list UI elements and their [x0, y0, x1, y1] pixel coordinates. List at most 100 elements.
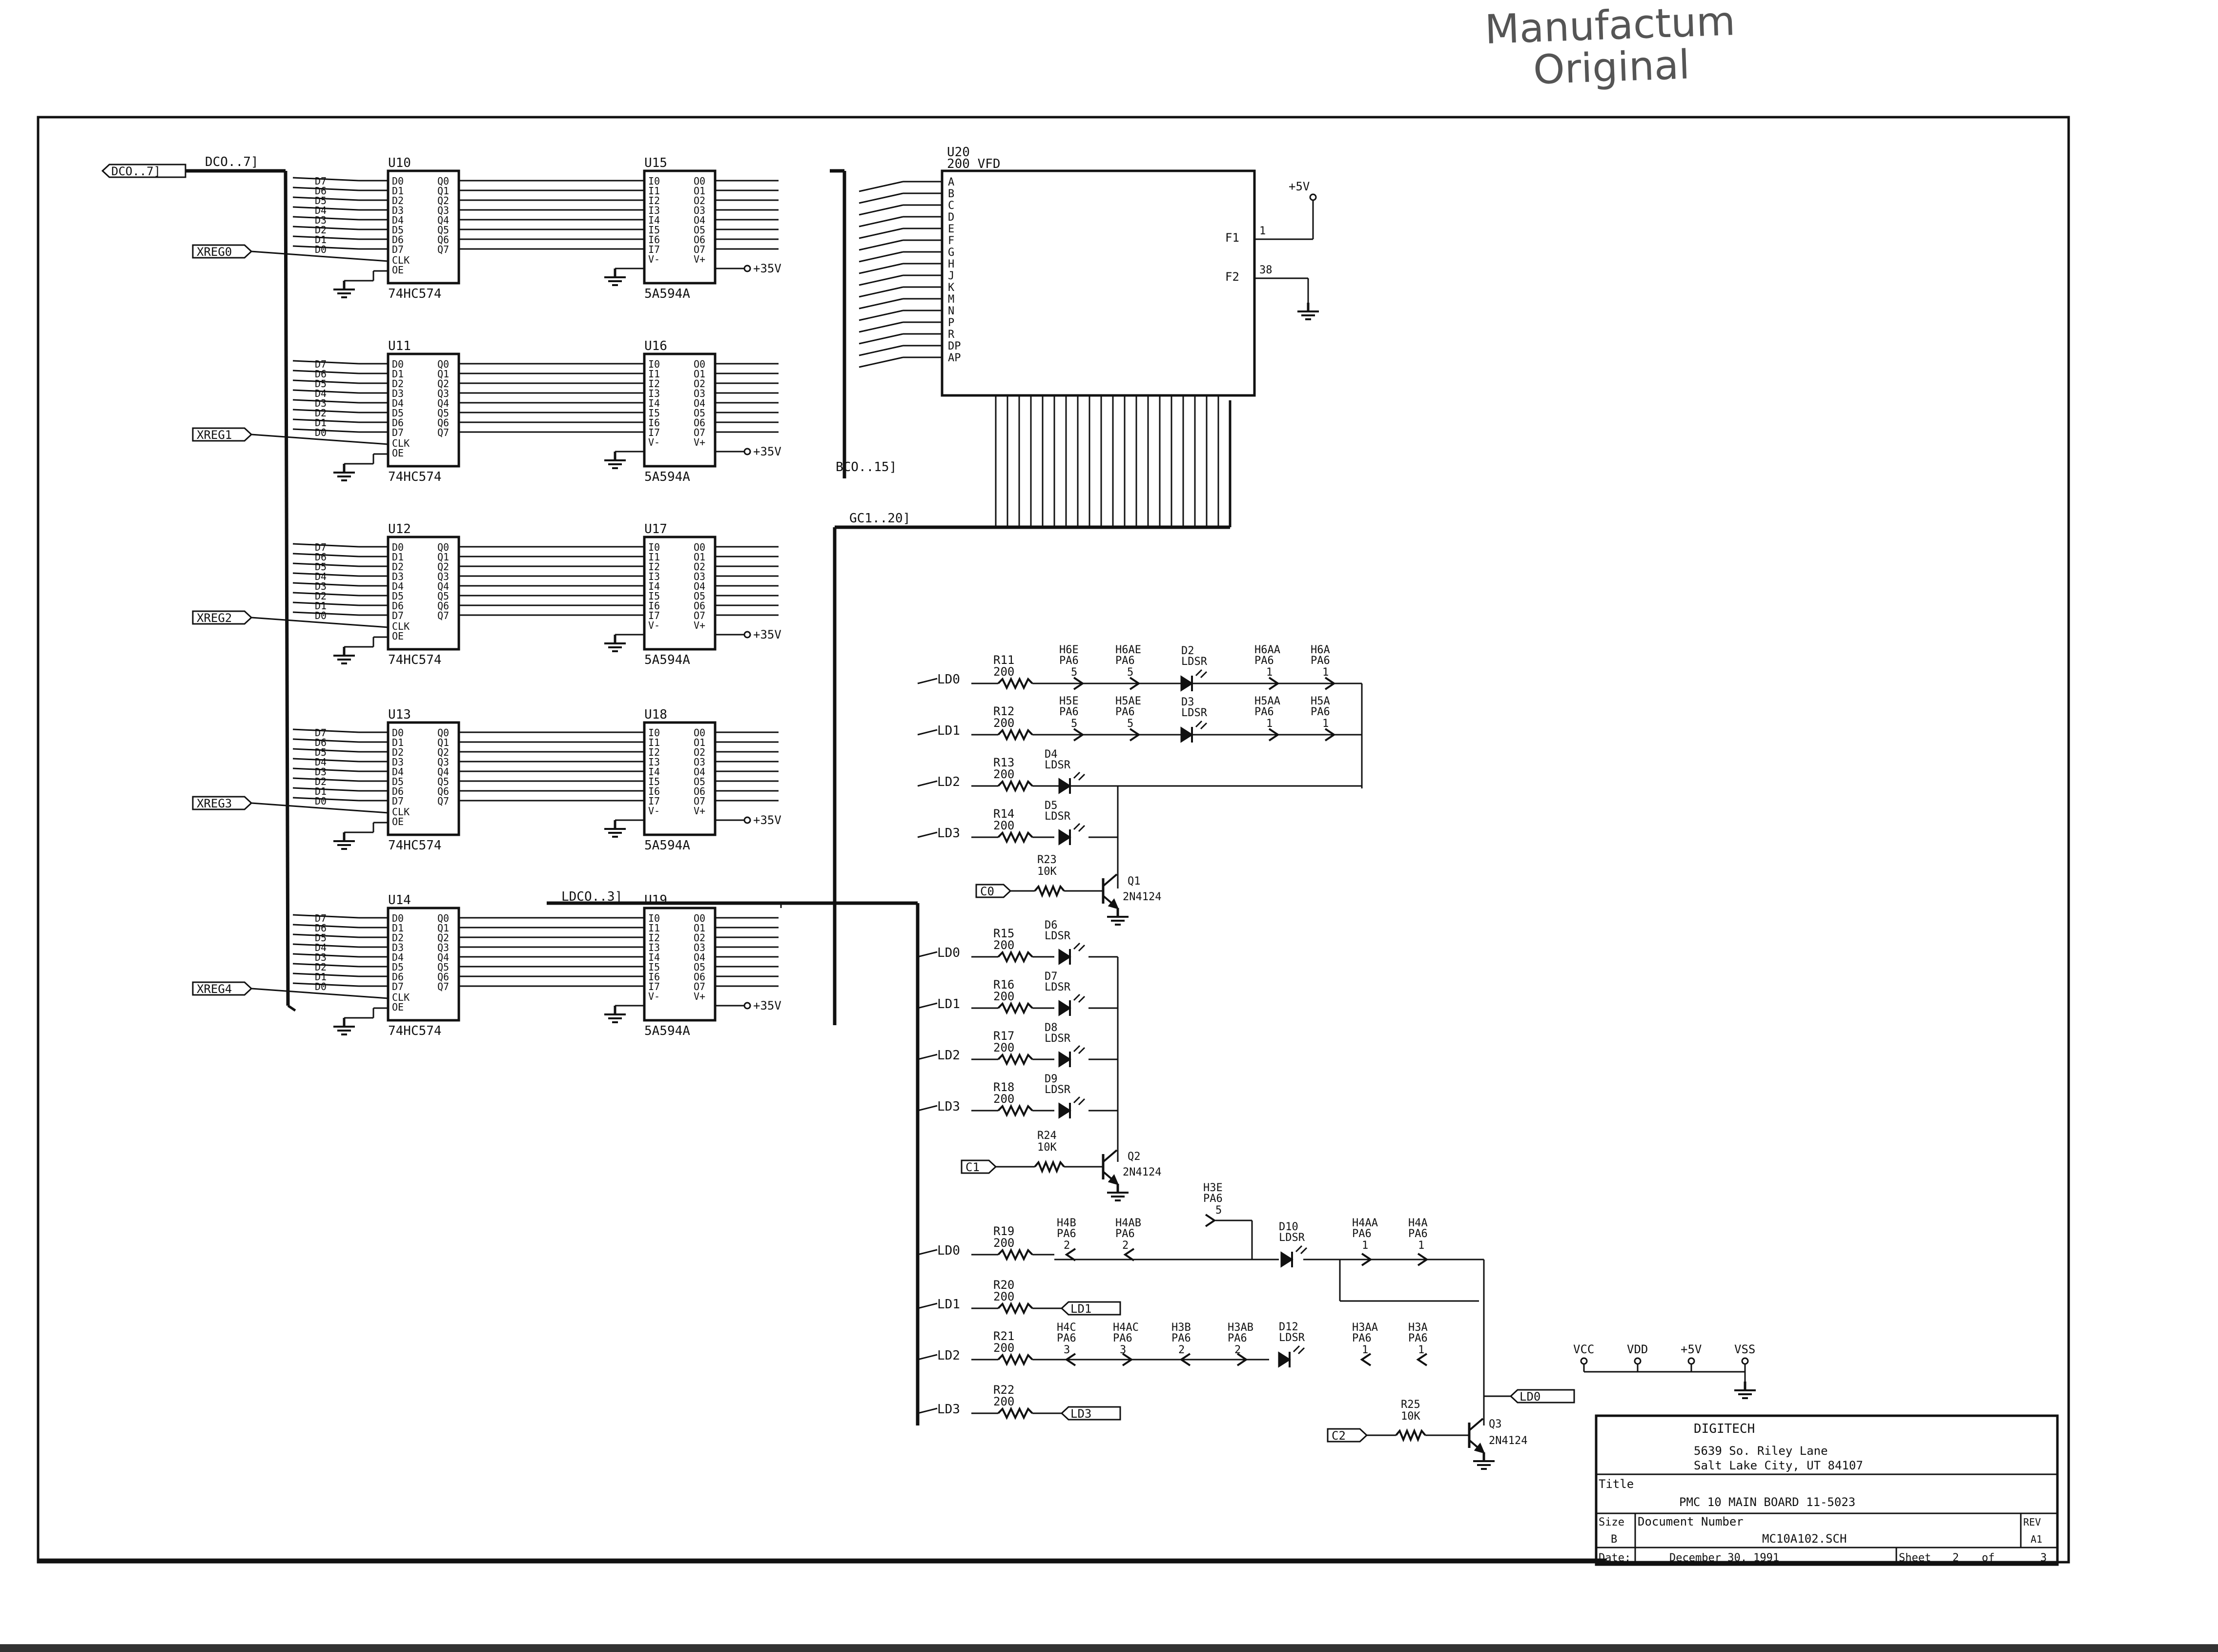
- bco-entry: [859, 204, 904, 216]
- ld-bus-entry: [917, 1407, 938, 1414]
- header-pin-number: 5: [1215, 1204, 1222, 1217]
- title-block: [1595, 1414, 2059, 1566]
- net-tag-c1: [961, 1159, 997, 1174]
- clock-tag-XREG3-label: XREG3: [197, 797, 232, 810]
- pin-O5: O5: [694, 407, 705, 419]
- pin-I7: I7: [648, 244, 660, 255]
- bus-bit-label: D2: [315, 961, 327, 973]
- led-part: LDSR: [1045, 759, 1071, 771]
- pin-I6: I6: [648, 417, 660, 429]
- ld-bus-entry: [917, 1053, 938, 1060]
- bus-entry: [292, 562, 359, 567]
- header-ref: H4A: [1408, 1217, 1428, 1229]
- pin-Q2: Q2: [437, 561, 449, 573]
- pin-I3: I3: [648, 942, 660, 953]
- pin-O5: O5: [694, 590, 705, 602]
- header-ref: H4AC: [1113, 1322, 1139, 1334]
- vfd-seg-D: D: [948, 211, 954, 224]
- sheet-border: [37, 116, 2070, 1564]
- resistor-R16: [997, 1001, 1033, 1015]
- pin-O2: O2: [694, 932, 705, 944]
- net-tag-c0: [975, 884, 1012, 898]
- header-part: PA6: [1408, 1332, 1428, 1344]
- supply-terminal: [1741, 1357, 1749, 1365]
- transistor-Q3: [1474, 1443, 1485, 1454]
- resistor-value: 200: [993, 1341, 1014, 1355]
- ld-net-label: LD2: [937, 775, 960, 789]
- ld-net-label: LD0: [937, 672, 960, 687]
- bus-entry: [292, 748, 359, 753]
- vfd-seg-P: P: [948, 317, 954, 329]
- bus-bit-label: D2: [315, 776, 327, 787]
- pin-Q2: Q2: [437, 195, 449, 206]
- pin-I2: I2: [648, 195, 660, 206]
- vfd-seg-K: K: [948, 282, 955, 294]
- pin-clk: CLK: [392, 437, 410, 449]
- bus-entry: [292, 914, 359, 919]
- resistor-R11: [997, 677, 1033, 690]
- pin-I3: I3: [648, 205, 660, 216]
- resistor-ref: R14: [993, 807, 1014, 821]
- pin-V-: V-: [648, 805, 660, 817]
- header-part: PA6: [1352, 1332, 1372, 1344]
- bco-entry: [859, 356, 904, 368]
- header-ref: H5E: [1059, 695, 1079, 707]
- led-ray: [1078, 773, 1086, 781]
- transistor-part: 2N4124: [1123, 1166, 1161, 1178]
- pin-Q1: Q1: [437, 368, 449, 380]
- pin-Q3: Q3: [437, 942, 449, 953]
- led-ray: [1078, 995, 1086, 1003]
- ld-bus-entry: [917, 1249, 938, 1256]
- resistor-value: 200: [993, 767, 1014, 781]
- pin-D3: D3: [392, 571, 404, 582]
- resistor-value: 200: [993, 1236, 1014, 1250]
- ld-bus-entry: [917, 678, 938, 684]
- led-ray: [1073, 993, 1081, 1001]
- led-ray: [1073, 1096, 1081, 1104]
- clock-wire: [251, 434, 389, 445]
- title-label: Title: [1599, 1477, 1634, 1491]
- bus-entry: [292, 767, 359, 772]
- resistor-R24: [1034, 1159, 1065, 1174]
- pin-Q5: Q5: [437, 224, 449, 236]
- pin-O7: O7: [694, 981, 705, 992]
- pin-O1: O1: [694, 185, 705, 197]
- resistor-R21: [997, 1353, 1033, 1366]
- bco-entry: [859, 333, 904, 345]
- pin-Q7: Q7: [437, 610, 449, 621]
- bus-bit-label: D0: [315, 610, 327, 621]
- pin-Q7: Q7: [437, 795, 449, 807]
- bus-bit-label: D1: [315, 234, 327, 246]
- ld-net-label: LD1: [937, 723, 960, 738]
- net-tag-ld1-label: LD1: [1070, 1302, 1091, 1316]
- pin-D7: D7: [392, 427, 404, 438]
- header-pin-number: 3: [1120, 1344, 1126, 1356]
- transistor-Q1: [1108, 898, 1119, 909]
- chip-part-U14: 74HC574: [388, 1024, 442, 1038]
- resistor-value: 10K: [1037, 866, 1057, 878]
- header-pin-icon: [1205, 1214, 1216, 1227]
- vfd-seg-N: N: [948, 305, 954, 317]
- vfd-f1: F1: [1225, 231, 1239, 245]
- header-part: PA6: [1408, 1228, 1428, 1240]
- bco-entry: [859, 216, 904, 227]
- pin-I0: I0: [648, 727, 660, 739]
- bus-entry: [292, 428, 359, 433]
- vfd-part: 200 VFD: [947, 157, 1001, 171]
- pin-I1: I1: [648, 185, 660, 197]
- pin-O7: O7: [694, 610, 705, 621]
- pin-Q7: Q7: [437, 427, 449, 438]
- ld-net-label: LD2: [937, 1048, 960, 1063]
- bus-bit-label: D2: [315, 590, 327, 602]
- pin-V+: V+: [694, 620, 705, 631]
- pin-D5: D5: [392, 224, 404, 236]
- led-D6: [1058, 949, 1071, 965]
- pin-I4: I4: [648, 951, 660, 963]
- led-part: LDSR: [1181, 707, 1208, 719]
- pin-O0: O0: [694, 541, 705, 553]
- resistor-value: 200: [993, 665, 1014, 679]
- pin-O3: O3: [694, 205, 705, 216]
- pin-O0: O0: [694, 912, 705, 924]
- bus-bit-label: D5: [315, 746, 327, 758]
- header-part: PA6: [1254, 706, 1274, 718]
